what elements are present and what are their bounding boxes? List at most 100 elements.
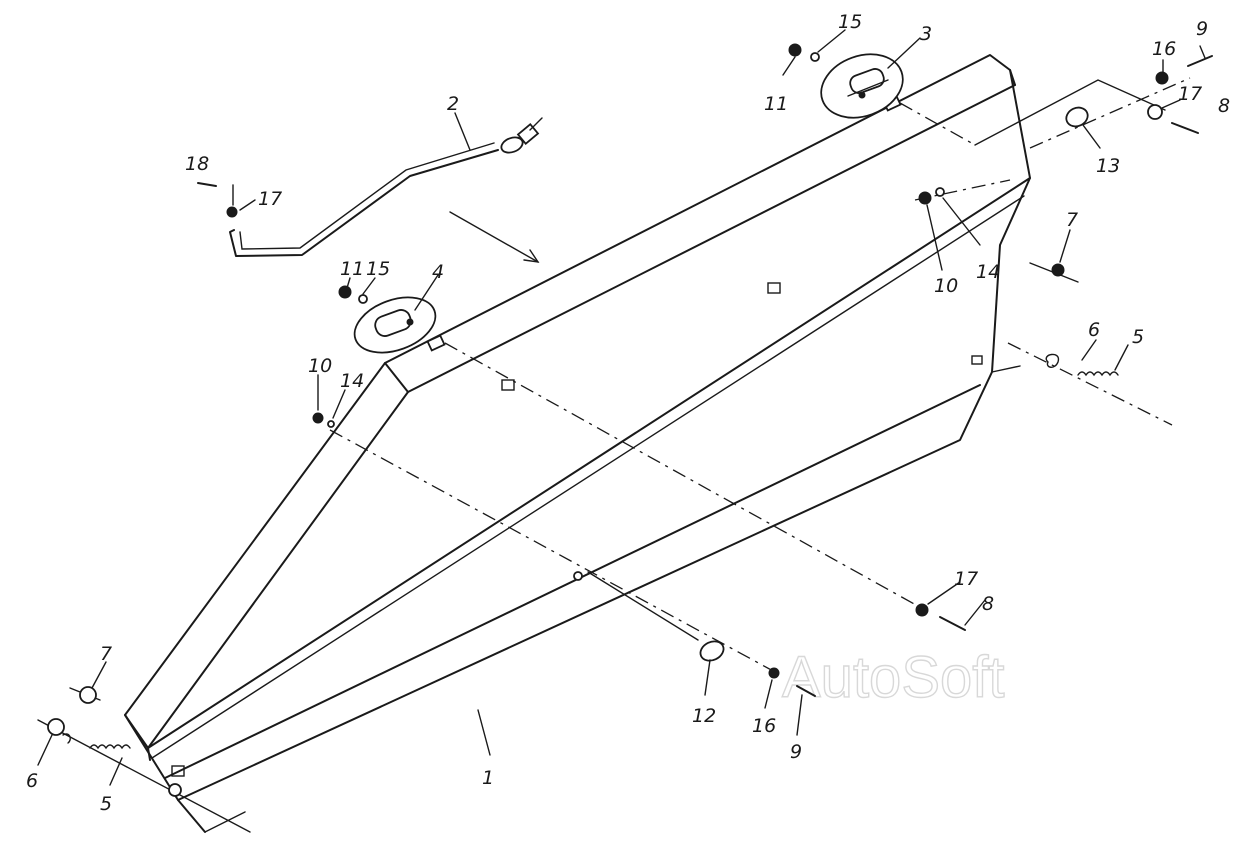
axis-line — [974, 79, 1166, 146]
plate-body — [374, 309, 412, 337]
tank-bevel-edge — [147, 391, 409, 749]
bolt-8 — [939, 616, 966, 631]
callout-16-lower: 16 — [752, 715, 776, 737]
axis-line — [1029, 77, 1191, 149]
callout-6-right: 6 — [1088, 319, 1100, 341]
tank-foot-line — [204, 811, 246, 833]
bolt-9 — [1187, 55, 1213, 67]
callout-10-left: 10 — [308, 355, 332, 377]
tank-foot-edge — [177, 799, 206, 833]
leader — [817, 29, 846, 53]
axis-line — [991, 365, 1021, 373]
plug-fitting — [168, 783, 182, 797]
callout-10-right: 10 — [934, 275, 958, 297]
washer-14 — [935, 187, 945, 197]
callout-15-upper: 15 — [838, 11, 862, 33]
callout-8-upper: 8 — [1218, 95, 1230, 117]
callout-17-pipe: 17 — [258, 188, 282, 210]
leader — [454, 112, 471, 151]
callout-9-upper: 9 — [1196, 18, 1208, 40]
fuel-pipe — [229, 117, 543, 257]
nut-11 — [338, 285, 352, 299]
grommet-13 — [1065, 106, 1089, 128]
fuel-tank-body — [124, 54, 1031, 833]
leader — [332, 389, 346, 419]
leader — [927, 581, 961, 605]
tank-outline — [124, 54, 1031, 801]
nut-10 — [312, 412, 324, 424]
direction-arrow-head — [523, 249, 540, 263]
leader — [704, 659, 711, 696]
plug-7 — [1051, 263, 1065, 277]
sender-terminal — [847, 79, 889, 97]
leader — [964, 599, 986, 626]
pipe-fitting — [516, 122, 540, 146]
sender-stud — [858, 91, 866, 99]
tank-end-edge — [124, 714, 149, 749]
leader — [782, 56, 796, 76]
pipe-fitting-tip — [529, 117, 543, 131]
tank-end-lip — [147, 747, 151, 761]
axis-line — [37, 719, 251, 833]
leader — [796, 694, 803, 736]
callout-2: 2 — [447, 93, 459, 115]
drain-line — [587, 571, 699, 641]
tank-ridge-line — [151, 195, 1025, 759]
callout-17-lower: 17 — [954, 568, 978, 590]
leader — [1161, 99, 1181, 109]
leader — [1114, 344, 1129, 371]
leader — [1081, 339, 1097, 361]
fasteners — [47, 43, 1213, 797]
callout-5-left: 5 — [100, 793, 112, 815]
callout-7-right: 7 — [1066, 209, 1078, 231]
axis-line — [899, 102, 976, 146]
leader — [1199, 45, 1206, 59]
tank-ridge-edge — [147, 177, 1031, 749]
drain-plug — [573, 571, 583, 581]
leader — [414, 274, 439, 311]
callout-6-left: 6 — [26, 770, 38, 792]
callout-11-upper: 11 — [764, 93, 788, 115]
plate-stud — [406, 318, 414, 326]
assembly-axes — [37, 77, 1191, 833]
callout-7-left: 7 — [100, 643, 112, 665]
mounting-lug — [426, 334, 446, 352]
bolt-8 — [1171, 122, 1199, 134]
washer-16 — [1155, 71, 1169, 85]
watermark: AutoSoft — [782, 645, 1004, 710]
callout-12: 12 — [692, 705, 716, 727]
clip-6 — [47, 718, 65, 736]
callout-13: 13 — [1096, 155, 1120, 177]
leader — [346, 277, 351, 289]
washer-17 — [226, 206, 238, 218]
bolt-9 — [796, 685, 816, 697]
filler-neck-plate-4 — [353, 296, 437, 354]
callout-11-lower: 11 — [340, 258, 364, 280]
callout-14-right: 14 — [976, 261, 1000, 283]
clip-6-hook — [62, 733, 71, 744]
callout-16-upper: 16 — [1152, 38, 1176, 60]
direction-arrow — [449, 211, 539, 263]
axis-line — [1007, 342, 1173, 426]
axis-line — [329, 429, 776, 673]
callout-3: 3 — [920, 23, 932, 45]
callout-9-lower: 9 — [790, 741, 802, 763]
bolt-18 — [197, 182, 217, 187]
pipe-union-nut — [500, 136, 524, 154]
washer-17 — [915, 603, 929, 617]
axis-line — [444, 342, 926, 611]
leader-lines — [37, 29, 1206, 786]
leader — [109, 757, 123, 786]
nut-11 — [788, 43, 802, 57]
leader — [239, 199, 256, 211]
washer-15 — [358, 294, 368, 304]
leader — [37, 734, 53, 766]
nut-10 — [918, 191, 932, 205]
tank-lower-edge — [164, 384, 981, 779]
fuel-pipe-tube-inner — [239, 142, 495, 250]
sender-body — [849, 68, 885, 94]
tank-marking — [171, 765, 185, 777]
spring-5 — [1077, 371, 1119, 377]
leader — [764, 679, 773, 709]
